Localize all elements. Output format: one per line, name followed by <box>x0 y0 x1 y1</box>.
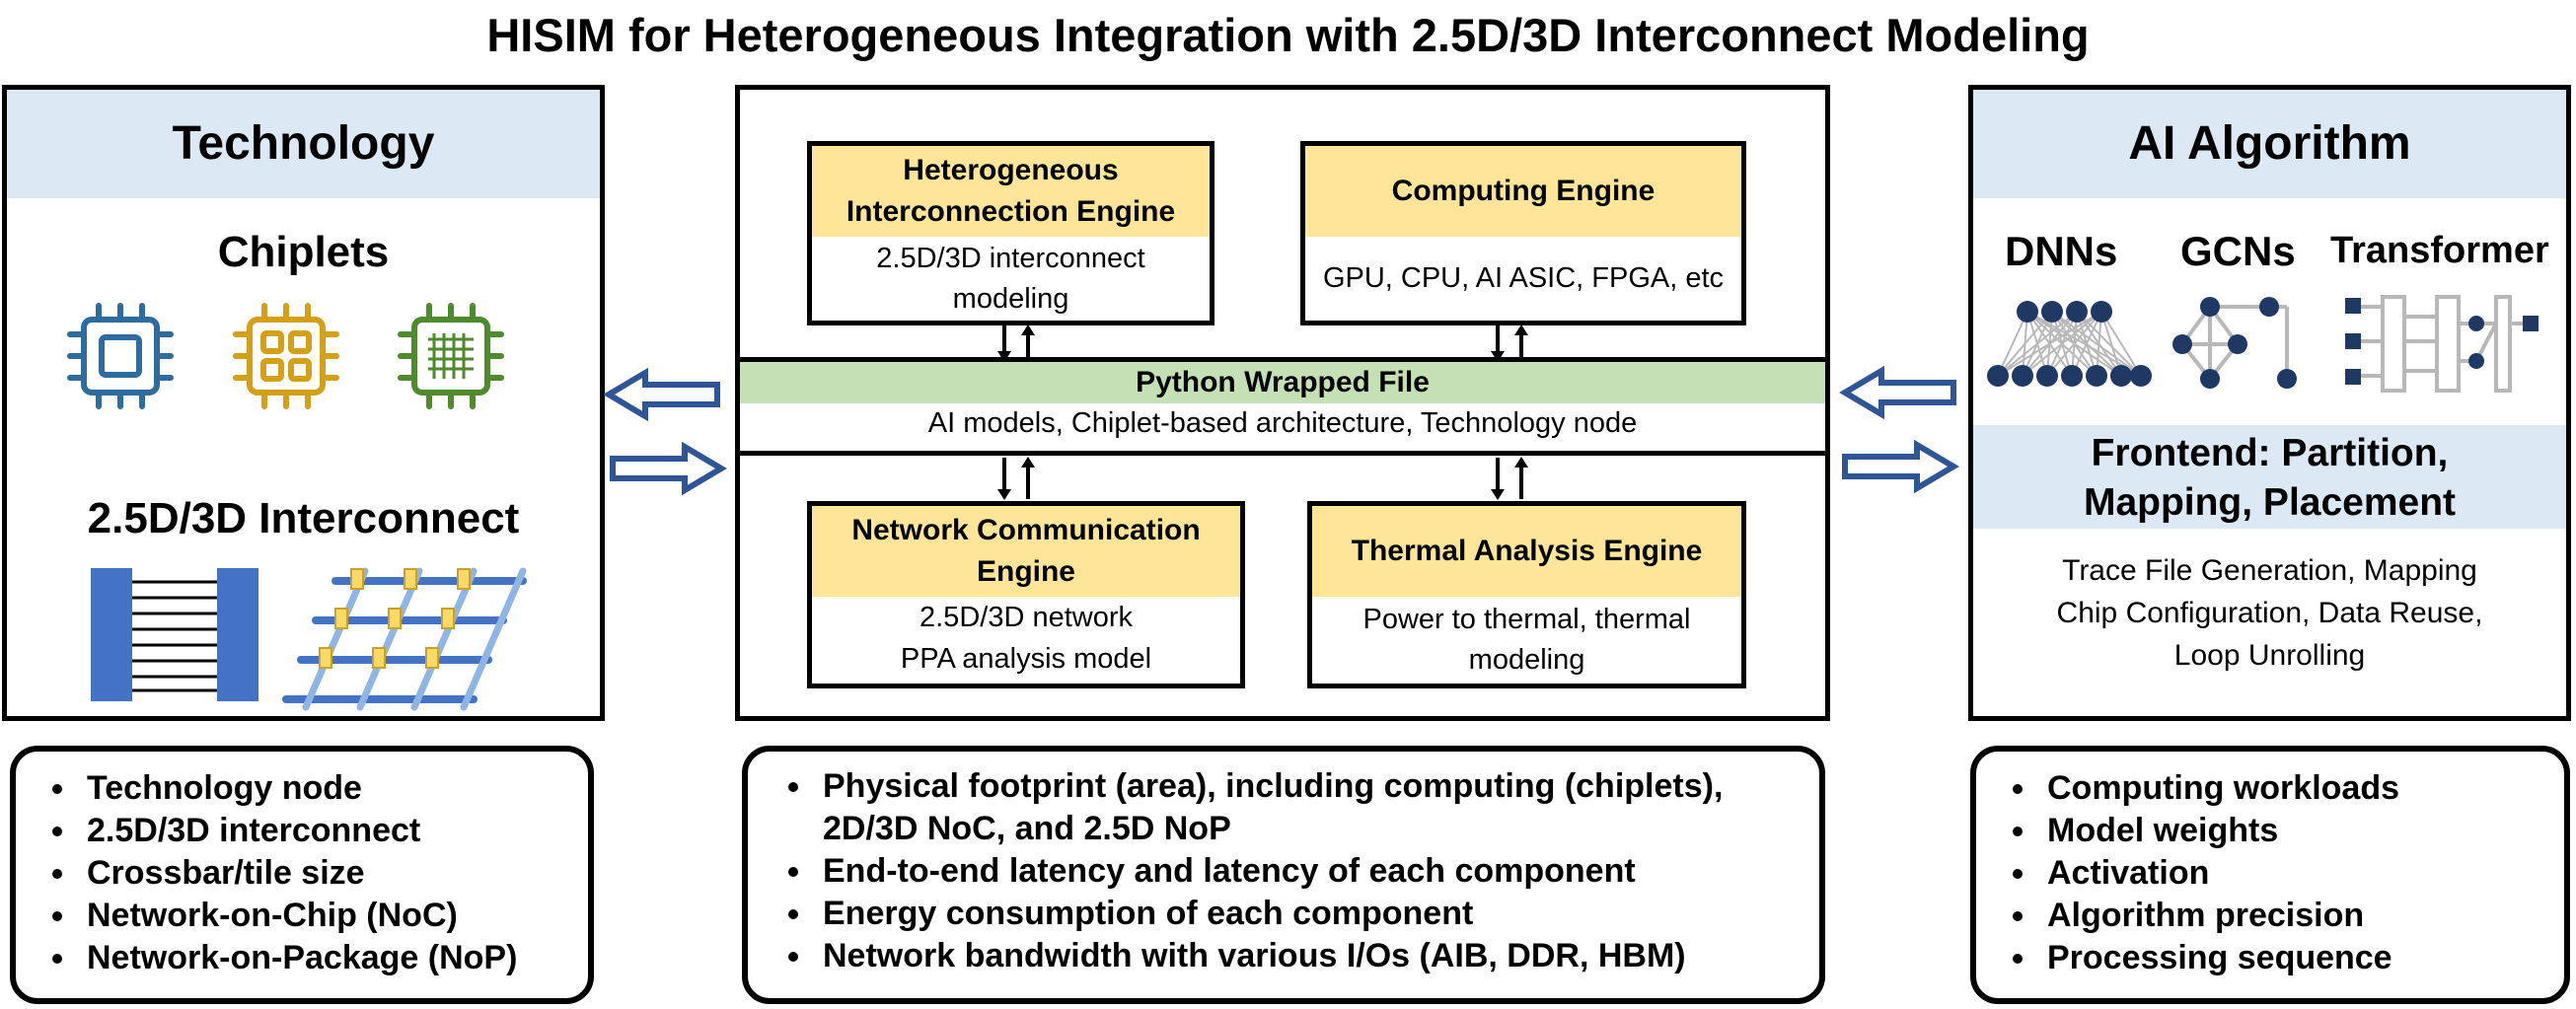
interconnection-engine-body: 2.5D/3D interconnect modeling <box>876 242 1145 315</box>
model-label-dnns: DNNs <box>2005 228 2118 274</box>
network-engine-body-2: PPA analysis model <box>900 642 1152 675</box>
ai-algorithm-header: AI Algorithm <box>1973 90 2566 198</box>
computing-engine-body: GPU, CPU, AI ASIC, FPGA, etc <box>1322 262 1725 294</box>
thermal-engine-title: Thermal Analysis Engine <box>1312 506 1741 597</box>
gcn-graph-icon <box>2172 297 2297 389</box>
model-label-transformer: Transformer <box>2330 230 2549 271</box>
list-item: Network bandwidth with various I/Os (AIB… <box>815 935 1790 977</box>
bidirectional-arrow-icon <box>1491 457 1528 500</box>
outputs-bullets-box: Physical footprint (area), including com… <box>742 746 1825 1004</box>
list-item: Energy consumption of each component <box>815 893 1790 935</box>
chiplet-gold-icon <box>233 303 339 409</box>
list-item: 2.5D/3D interconnect <box>79 810 588 852</box>
page-title: HISIM for Heterogeneous Integration with… <box>486 9 2090 61</box>
technology-bullets-box: Technology node 2.5D/3D interconnect Cro… <box>10 746 594 1004</box>
network-engine-body-1: 2.5D/3D network <box>920 601 1133 633</box>
list-item: Network-on-Package (NoP) <box>79 937 588 979</box>
python-wrapped-file-band: Python Wrapped File AI models, Chiplet-b… <box>740 357 1825 456</box>
technology-bullet-list: Technology node 2.5D/3D interconnect Cro… <box>16 767 588 979</box>
list-item: Network-on-Chip (NoC) <box>79 895 588 937</box>
bidirectional-arrow-icon <box>997 324 1035 362</box>
frontend-line-2: Mapping, Placement <box>2083 481 2457 524</box>
interconnect-label: 2.5D/3D Interconnect <box>87 494 520 542</box>
list-item: Algorithm precision <box>2039 895 2564 937</box>
list-item: Activation <box>2039 852 2564 895</box>
ai-algorithm-panel: AI Algorithm DNNs GCNs Transformer <box>1968 85 2571 721</box>
bidirectional-arrow-icon <box>1491 324 1528 362</box>
list-item: Computing workloads <box>2039 767 2564 810</box>
ai-bullet-list: Computing workloads Model weights Activa… <box>1976 767 2564 979</box>
arrow-left-icon <box>1839 365 1956 420</box>
thermal-engine-box: Thermal Analysis Engine Power to thermal… <box>1307 501 1746 688</box>
dnn-network-icon <box>1987 301 2152 387</box>
technology-header: Technology <box>7 90 600 198</box>
chiplet-green-icon <box>398 303 504 409</box>
interconnection-engine-box: Heterogeneous Interconnection Engine 2.5… <box>807 141 1214 325</box>
list-item: Model weights <box>2039 810 2564 852</box>
arrow-right-icon <box>1842 439 1959 494</box>
interconnection-engine-title: Heterogeneous Interconnection Engine <box>812 146 1210 237</box>
list-item: Crossbar/tile size <box>79 852 588 895</box>
ai-bullets-box: Computing workloads Model weights Activa… <box>1970 746 2570 1004</box>
python-wrapped-file-title: Python Wrapped File <box>740 362 1825 403</box>
list-item: Physical footprint (area), including com… <box>815 765 1790 850</box>
mesh-3d-icon <box>282 567 527 711</box>
thermal-engine-body: Power to thermal, thermal modeling <box>1362 604 1691 676</box>
arrow-right-icon <box>610 441 727 496</box>
list-item: End-to-end latency and latency of each c… <box>815 850 1790 893</box>
transformer-icon <box>2345 295 2539 393</box>
computing-engine-box: Computing Engine GPU, CPU, AI ASIC, FPGA… <box>1300 141 1746 325</box>
frontend-detail-1: Trace File Generation, Mapping <box>2062 554 2477 587</box>
computing-engine-title: Computing Engine <box>1305 146 1741 237</box>
frontend-detail-2: Chip Configuration, Data Reuse, <box>2056 597 2483 629</box>
frontend-detail-3: Loop Unrolling <box>2173 639 2366 672</box>
network-engine-box: Network Communication Engine 2.5D/3D net… <box>807 501 1245 688</box>
network-engine-title: Network Communication Engine <box>812 506 1240 597</box>
technology-panel: Technology Chiplets <box>2 85 605 721</box>
python-wrapped-file-subtitle: AI models, Chiplet-based architecture, T… <box>927 407 1638 439</box>
list-item: Technology node <box>79 767 588 810</box>
arrow-left-icon <box>603 367 720 422</box>
bidirectional-arrow-icon <box>997 457 1035 500</box>
chiplets-label: Chiplets <box>217 228 390 276</box>
frontend-band: Frontend: Partition, Mapping, Placement <box>1973 425 2566 529</box>
outputs-bullet-list: Physical footprint (area), including com… <box>748 765 1819 977</box>
interposer-2.5d-icon <box>91 568 258 701</box>
model-label-gcns: GCNs <box>2180 228 2296 274</box>
list-item: Processing sequence <box>2039 937 2564 979</box>
chiplet-blue-icon <box>67 303 174 409</box>
frontend-line-1: Frontend: Partition, <box>2091 432 2449 474</box>
